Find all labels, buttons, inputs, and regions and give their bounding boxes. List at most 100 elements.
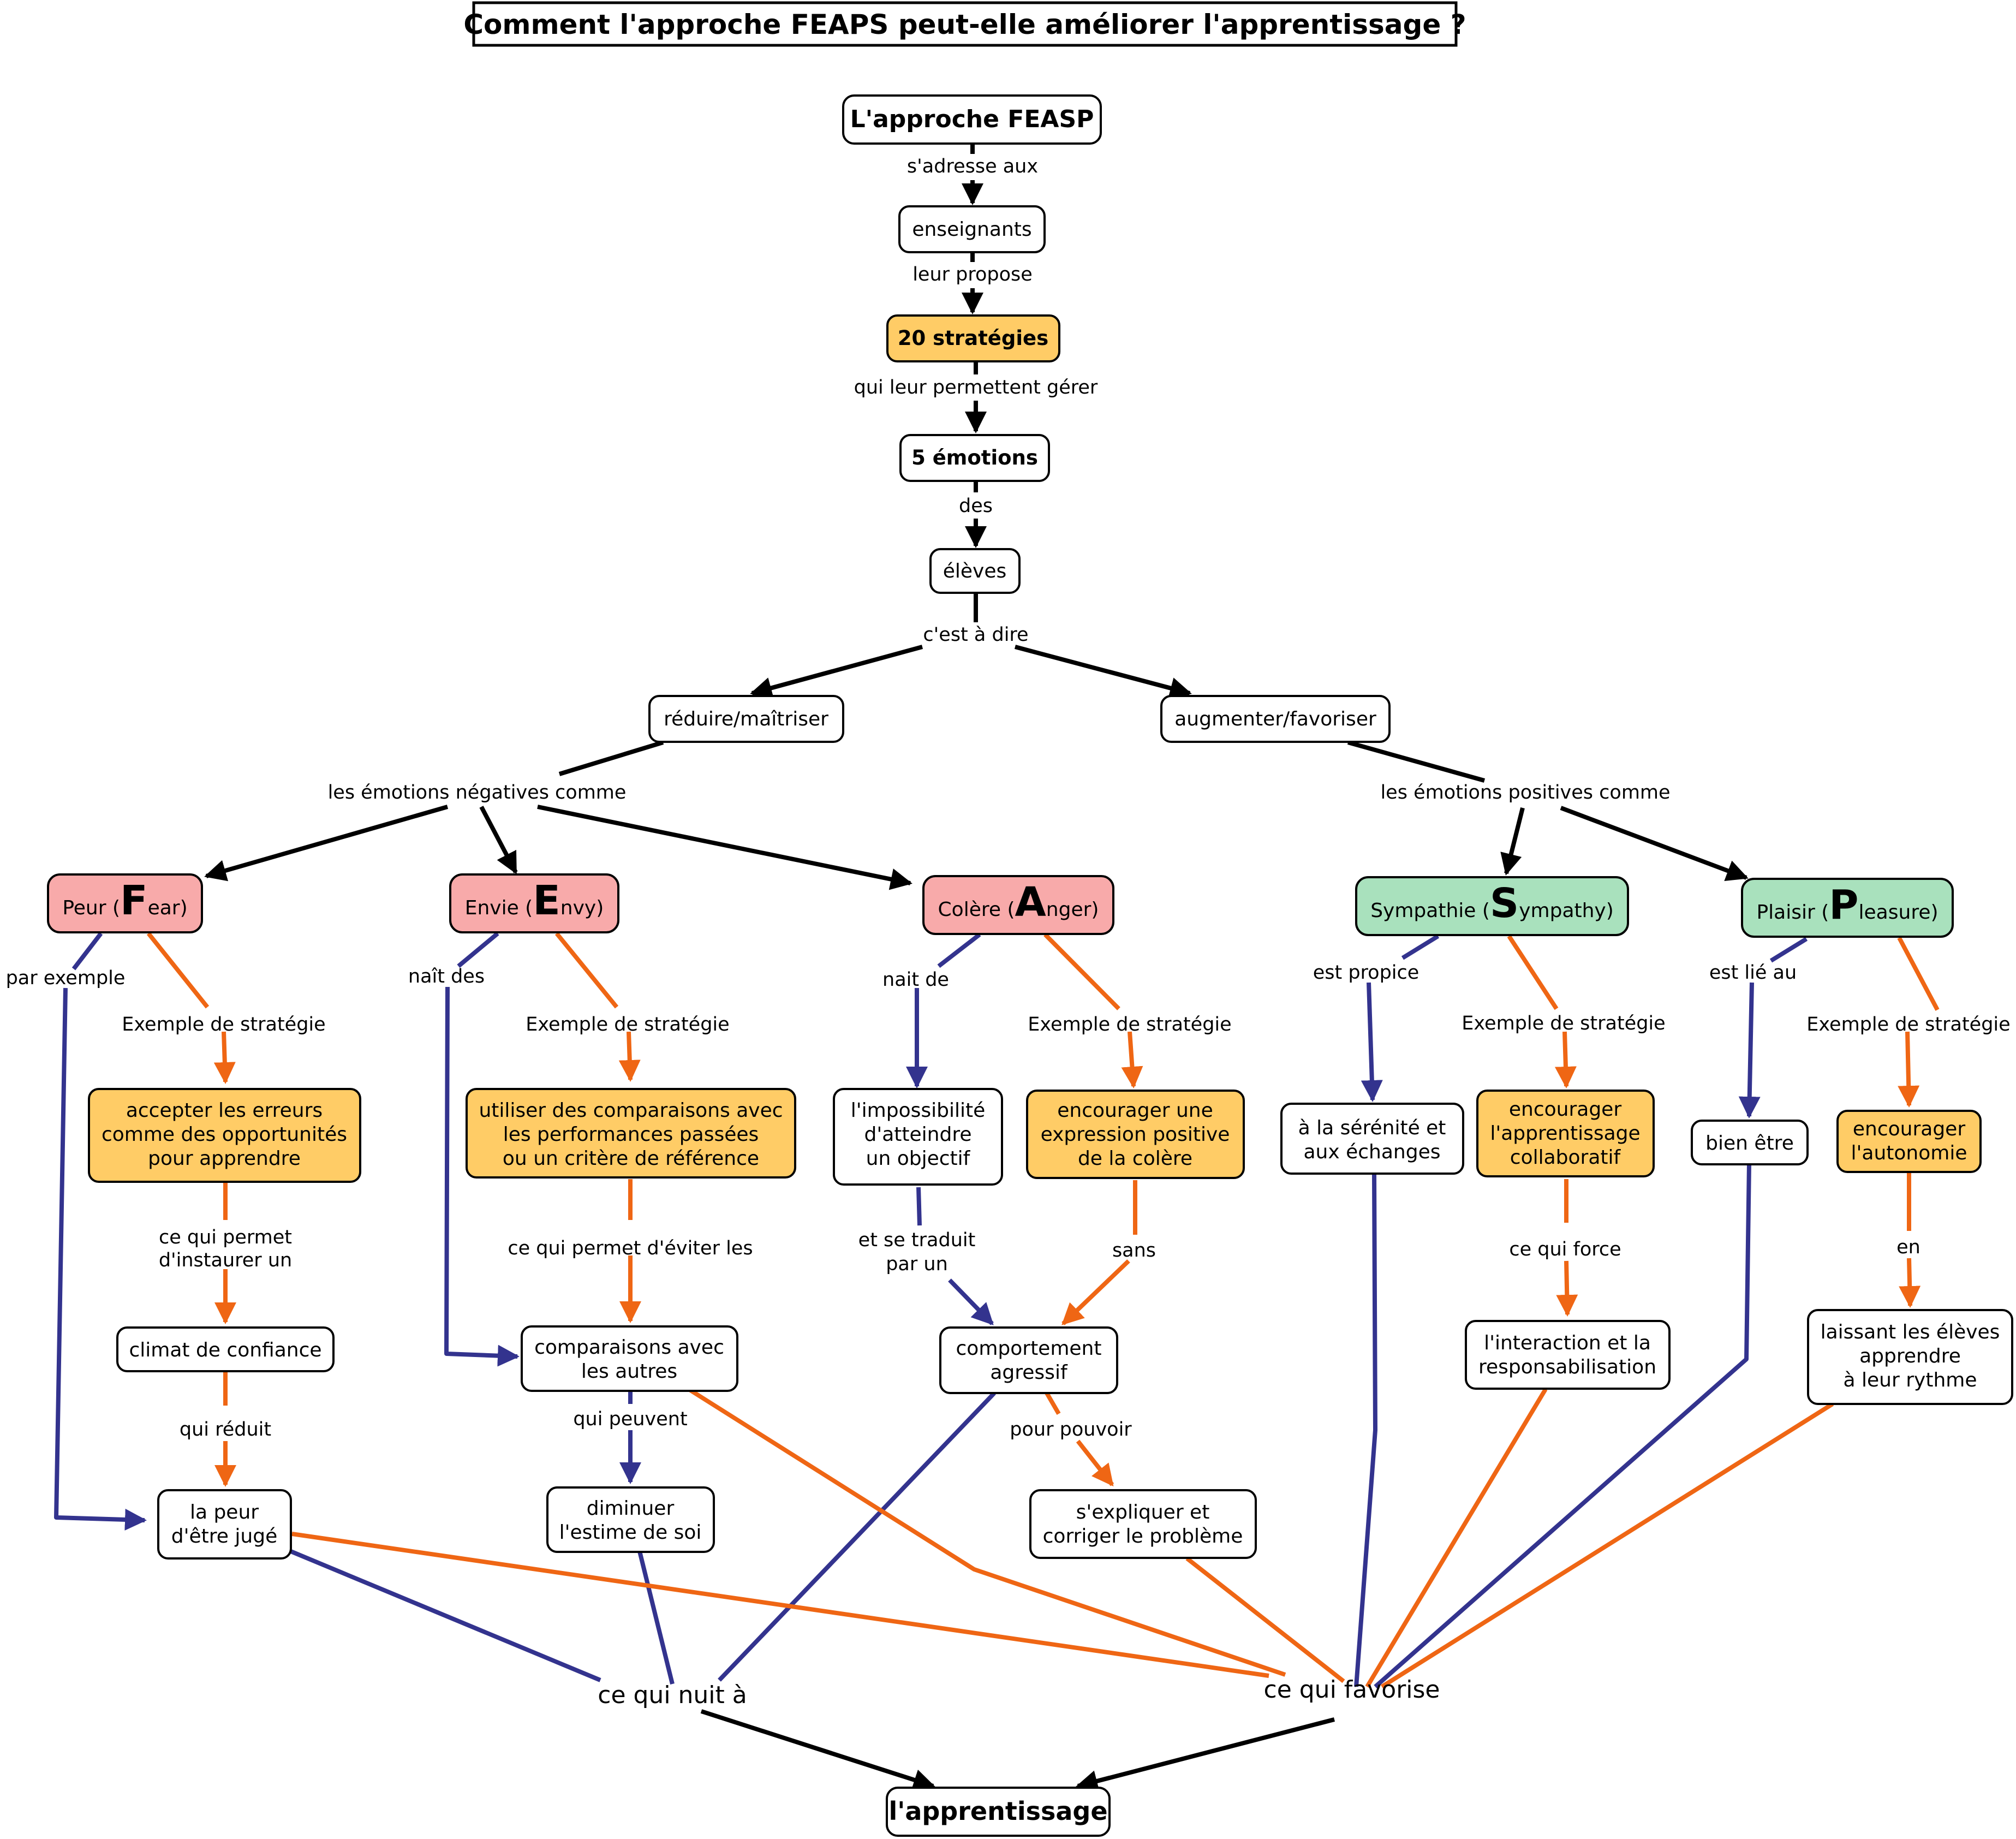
edge-peurjuge-favorise: [291, 1532, 1269, 1678]
node-envie-post: nvy): [560, 897, 604, 919]
edge-neg-colere: [537, 805, 912, 890]
edge-augmenter-label: [1347, 740, 1486, 783]
label-ce-qui-eviter: ce qui permet d'éviter les: [508, 1237, 753, 1259]
node-colere-post: nger): [1046, 898, 1099, 921]
edge-favorise-apprentissage: [1076, 1717, 1335, 1792]
node-encourager-expr-l2: expression positive: [1041, 1123, 1230, 1146]
label-par-exemple: par exemple: [6, 967, 126, 989]
label-qui-reduit: qui réduit: [180, 1419, 271, 1441]
node-serenite-l2: aux échanges: [1303, 1141, 1440, 1163]
node-apprentissage: l'apprentissage: [886, 1787, 1111, 1837]
node-comportement: comportement agressif: [939, 1326, 1118, 1394]
edge-sympathie-exstrat: [1507, 935, 1559, 1010]
edge-exstrat-collab: [1554, 1031, 1577, 1088]
node-accepter-l1: accepter les erreurs: [126, 1099, 323, 1122]
edge-label-serenite: [1361, 982, 1383, 1102]
node-accepter-l3: pour apprendre: [148, 1147, 301, 1170]
node-envie: Envie (Envy): [449, 873, 619, 933]
node-impossibilite-l1: l'impossibilité: [851, 1099, 985, 1122]
node-laissant: laissant les élèves apprendre à leur ryt…: [1807, 1309, 2013, 1405]
edge-force-interaction: [1556, 1260, 1578, 1317]
label-s-adresse: s'adresse aux: [907, 156, 1038, 177]
node-diminuer: diminuer l'estime de soi: [546, 1486, 715, 1553]
node-envie-text: Envie (Envy): [465, 877, 604, 924]
node-peur-juge: la peur d'être jugé: [157, 1489, 292, 1560]
node-expliquer: s'expliquer et corriger le problème: [1029, 1489, 1257, 1559]
edge-colere-exstrat: [1043, 933, 1120, 1010]
node-laissant-l1: laissant les élèves: [1821, 1321, 2000, 1343]
node-reduire: réduire/maîtriser: [648, 695, 844, 743]
node-expliquer-l2: corriger le problème: [1043, 1525, 1243, 1548]
node-expliquer-l1: s'expliquer et: [1076, 1501, 1210, 1523]
node-colere: Colère (Anger): [922, 875, 1114, 935]
nodes: L'approche FEASP enseignants 20 stratégi…: [47, 94, 2013, 1837]
label-pour-pouvoir: pour pouvoir: [1010, 1419, 1132, 1441]
node-emotions: 5 émotions: [899, 434, 1050, 482]
node-impossibilite: l'impossibilité d'atteindre un objectif: [833, 1088, 1003, 1186]
edge-parexemple-peurjuge: [54, 987, 147, 1531]
edge-impossibilite-label: [916, 1187, 922, 1226]
node-serenite-l1: à la sérénité et: [1298, 1117, 1446, 1139]
edge-bienetre-favorise: [1374, 1163, 1751, 1688]
node-plaisir-letter: P: [1829, 882, 1858, 929]
node-climat: climat de confiance: [116, 1326, 335, 1372]
node-encourager-collab-l1: encourager: [1509, 1098, 1621, 1121]
node-comparaisons: comparaisons avec les autres: [521, 1325, 738, 1392]
label-neg-comme: les émotions négatives comme: [328, 782, 627, 804]
edge-diminuer-nuit: [637, 1551, 675, 1685]
label-se-traduit-2: par un: [886, 1253, 948, 1275]
label-ce-qui-nuit: ce qui nuit à: [598, 1681, 747, 1709]
node-interaction-l2: responsabilisation: [1478, 1356, 1656, 1378]
node-comportement-l1: comportement: [956, 1337, 1102, 1360]
node-serenite: à la sérénité et aux échanges: [1280, 1103, 1464, 1175]
edge-colere-naitde: [937, 932, 981, 968]
edge-exstrat-utiliser: [618, 1031, 641, 1082]
node-encourager-collab-l3: collaboratif: [1510, 1146, 1621, 1169]
node-comparaisons-l2: les autres: [581, 1360, 677, 1383]
node-colere-text: Colère (Anger): [938, 879, 1099, 926]
node-utiliser-l2: les performances passées: [503, 1123, 759, 1146]
node-climat-text: climat de confiance: [129, 1339, 321, 1361]
node-colere-pre: Colère (: [938, 898, 1015, 921]
label-ex-strat-colere: Exemple de stratégie: [1028, 1014, 1231, 1035]
edge-pos-plaisir: [1560, 806, 1749, 882]
node-plaisir-text: Plaisir (Pleasure): [1756, 882, 1938, 929]
connectors: [54, 144, 1940, 1792]
label-des: des: [959, 495, 993, 517]
node-utiliser-l3: ou un critère de référence: [503, 1147, 759, 1170]
edge-comparaisons-favorise: [687, 1387, 1286, 1677]
node-utiliser: utiliser des comparaisons avec les perfo…: [466, 1088, 796, 1179]
node-encourager-expr-l3: de la colère: [1078, 1147, 1192, 1170]
edge-label-reduire: [750, 645, 923, 699]
node-bien-etre: bien être: [1691, 1120, 1809, 1165]
label-leur-propose: leur propose: [912, 264, 1033, 285]
edge-naitdes-comparaisons: [444, 986, 520, 1367]
edge-plaisir-exstrat: [1897, 937, 1940, 1011]
label-ce-qui-force: ce qui force: [1509, 1239, 1621, 1260]
edge-reduire-label: [558, 740, 664, 776]
edge-exstrat-encourager: [1121, 1031, 1143, 1088]
node-peur-juge-l1: la peur: [190, 1501, 259, 1523]
node-sympathie-pre: Sympathie (: [1370, 900, 1490, 922]
edge-interaction-favorise: [1365, 1388, 1548, 1688]
edge-neg-envie: [479, 806, 518, 874]
node-envie-letter: E: [533, 877, 560, 924]
node-peur-letter: F: [120, 877, 148, 924]
node-eleves-text: élèves: [943, 560, 1007, 582]
node-accepter-l2: comme des opportunités: [102, 1123, 347, 1146]
label-est-lie-au: est lié au: [1709, 962, 1797, 984]
edge-peur-exstrat: [146, 932, 210, 1009]
label-se-traduit-1: et se traduit: [858, 1229, 976, 1251]
node-plaisir-pre: Plaisir (: [1756, 901, 1829, 924]
node-interaction: l'interaction et la responsabilisation: [1465, 1320, 1671, 1390]
node-utiliser-l1: utiliser des comparaisons avec: [479, 1099, 783, 1122]
node-encourager-auto-l2: l'autonomie: [1851, 1142, 1967, 1164]
edge-pourpouvoir-expliquer: [1076, 1439, 1114, 1487]
node-eleves: élèves: [929, 548, 1021, 594]
node-emotions-text: 5 émotions: [911, 446, 1038, 469]
node-interaction-l1: l'interaction et la: [1484, 1332, 1651, 1354]
node-sympathie-letter: S: [1490, 880, 1519, 927]
node-approche: L'approche FEASP: [842, 94, 1102, 145]
node-enseignants-text: enseignants: [912, 218, 1031, 241]
node-laissant-l2: apprendre: [1859, 1345, 1961, 1367]
